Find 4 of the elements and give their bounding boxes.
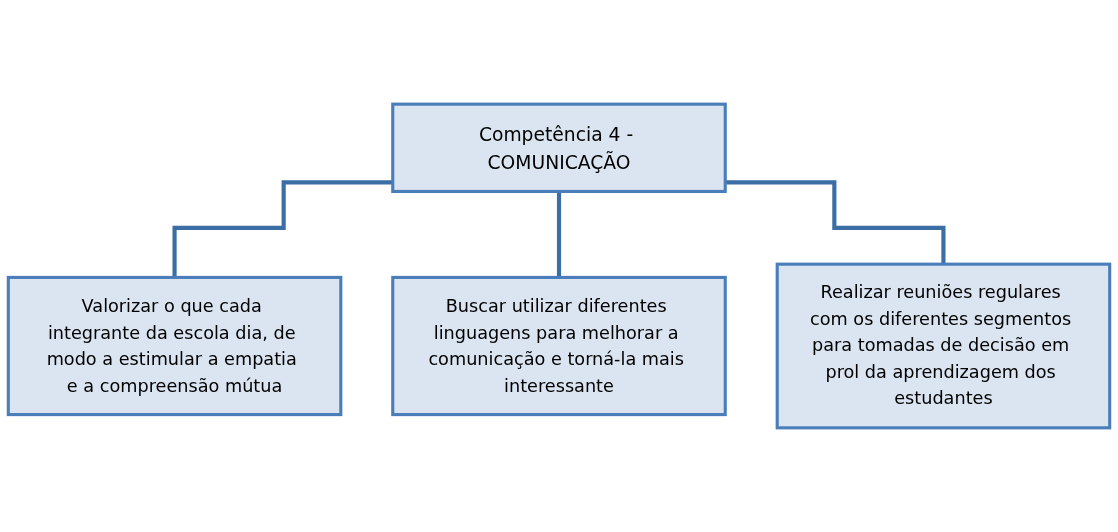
node-box: Valorizar o que cada integrante da escola dia, de modo a estimular a empatia e a compreensão mútua bbox=[6, 275, 343, 417]
node-box: Buscar utilizar diferentes linguagens para melhorar a comunicação e torná-la mais interessante bbox=[391, 275, 727, 417]
node-box: Realizar reuniões regulares com os diferentes segmentos para tomadas de decisão em prol da aprendizagem dos estudantes bbox=[775, 262, 1112, 430]
node-box: Competência 4 - COMUNICAÇÃO bbox=[391, 102, 727, 193]
